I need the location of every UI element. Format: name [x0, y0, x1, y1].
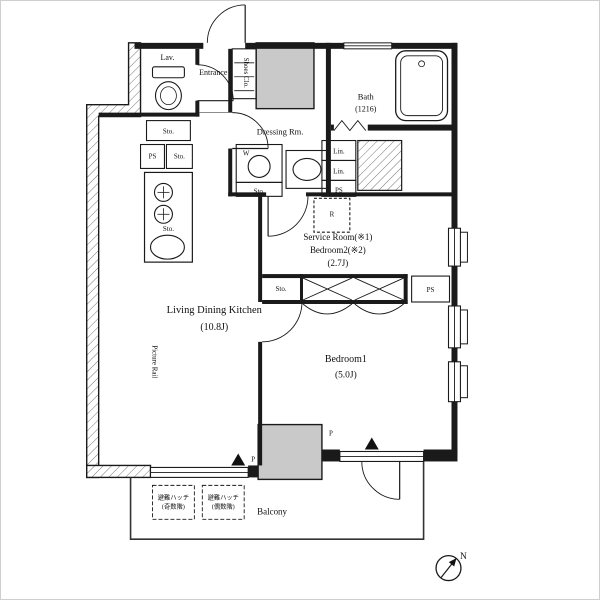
- shaft-top: [255, 42, 315, 110]
- label-linen-2: Lin.: [333, 167, 345, 175]
- label-evac-odd-line1: 避難ハッチ: [158, 492, 189, 501]
- markers: [152, 437, 462, 582]
- label-pipe-space-left: PS: [149, 152, 157, 160]
- compass: [435, 554, 462, 582]
- label-bath: Bath: [358, 92, 375, 102]
- label-pipe-space-mid: PS: [335, 186, 343, 194]
- refrigerator-space: [313, 197, 351, 233]
- label-fridge: R: [330, 210, 335, 218]
- bedroom1-door: [262, 301, 303, 343]
- label-storage-closet: Sto.: [276, 285, 287, 293]
- label-ldk: Living Dining Kitchen: [167, 305, 263, 316]
- toilet: [151, 66, 185, 111]
- storage-box-kitchen-top: [165, 143, 193, 169]
- pipe-space-box-mid: [321, 179, 357, 197]
- stove-burner: [153, 182, 173, 202]
- evacuation-hatch-even: [201, 484, 245, 520]
- label-north: N: [460, 552, 467, 562]
- pipe-space-box-left: [139, 143, 166, 169]
- shaft-bottom: [257, 423, 323, 481]
- window-bedroom1-east-upper: [447, 305, 468, 349]
- balcony-outline: [129, 112, 425, 540]
- dressing-room-door: [232, 112, 269, 150]
- label-shoes-closet: Shoes Clo.: [242, 58, 250, 88]
- sliding-window-ldk-balcony: [149, 466, 249, 478]
- label-picture-rail: Picture Rail: [150, 345, 158, 378]
- label-bedroom1-size: (5.0J): [335, 370, 357, 381]
- evacuation-hatch-odd: [152, 484, 195, 520]
- opening-marker-triangle-bedroom1: [364, 437, 379, 450]
- window-bath-north: [343, 42, 393, 50]
- window-service-east: [447, 227, 468, 267]
- label-evac-even-line1: 避難ハッチ: [208, 492, 239, 501]
- windows: [149, 42, 468, 478]
- label-pipe-space-right: PS: [427, 286, 435, 294]
- opening-marker-triangle-ldk: [231, 453, 246, 466]
- meter-box-hatched: [357, 139, 403, 191]
- label-service-size: (2.7J): [328, 258, 349, 268]
- compass-needle: [448, 558, 457, 567]
- bath-folding-door: [333, 119, 367, 132]
- fixtures: [139, 48, 451, 315]
- shoes-closet-shelves: [231, 48, 257, 100]
- label-lav: Lav.: [161, 53, 175, 62]
- service-room-door: [267, 196, 309, 237]
- label-evac-odd-line2: (奇数階): [162, 501, 185, 510]
- label-linen-1: Lin.: [333, 147, 345, 155]
- linen-shelves: [321, 139, 357, 197]
- closet-bifold-doors: [302, 277, 404, 315]
- kitchen-sink: [149, 234, 185, 260]
- kitchen-counter: [143, 171, 193, 263]
- left-exterior-wall: [86, 42, 142, 479]
- stove-burner: [153, 204, 173, 224]
- label-bath-size: (1216): [355, 105, 377, 114]
- label-pillar-bottom: P: [251, 455, 255, 463]
- label-entrance: Entrance: [199, 68, 228, 77]
- bathtub: [395, 50, 449, 122]
- window-bedroom1-east-lower: [447, 361, 468, 403]
- label-storage-kitchen: Sto.: [163, 225, 174, 233]
- storage-box-washer: [235, 181, 283, 197]
- label-bedroom2: Bedroom2(※2): [310, 245, 366, 255]
- entrance-door: [206, 4, 246, 43]
- washing-machine: [235, 143, 283, 197]
- label-dressing-room: Dressing Rm.: [257, 127, 304, 137]
- label-service-room: Service Room(※1): [303, 232, 372, 242]
- vanity-basin: [285, 149, 329, 189]
- label-storage-lav: Sto.: [163, 128, 174, 136]
- label-pillar-top: P: [329, 430, 333, 438]
- label-storage-washer: Sto.: [254, 187, 265, 195]
- label-balcony: Balcony: [257, 506, 287, 516]
- label-washer: W: [243, 149, 250, 157]
- label-ldk-size: (10.8J): [200, 322, 228, 333]
- label-storage-kitchen-top: Sto.: [174, 152, 185, 160]
- storage-box-lav: [145, 120, 191, 142]
- label-bedroom1: Bedroom1: [325, 354, 367, 365]
- doors: [197, 4, 401, 500]
- pipe-space-box-right: [411, 275, 451, 303]
- exterior-hatched-walls: [86, 42, 152, 479]
- labels: Lav. Entrance Shoes Clo. Bath (1216) Dre…: [149, 53, 467, 562]
- bottom-exterior-wall: [86, 464, 152, 479]
- bedroom1-balcony-door: [361, 461, 401, 500]
- label-evac-even-line2: (偶数階): [212, 501, 235, 510]
- sliding-window-bedroom1-balcony: [339, 450, 425, 463]
- service-shafts: [255, 42, 403, 481]
- lav-door: [197, 64, 234, 102]
